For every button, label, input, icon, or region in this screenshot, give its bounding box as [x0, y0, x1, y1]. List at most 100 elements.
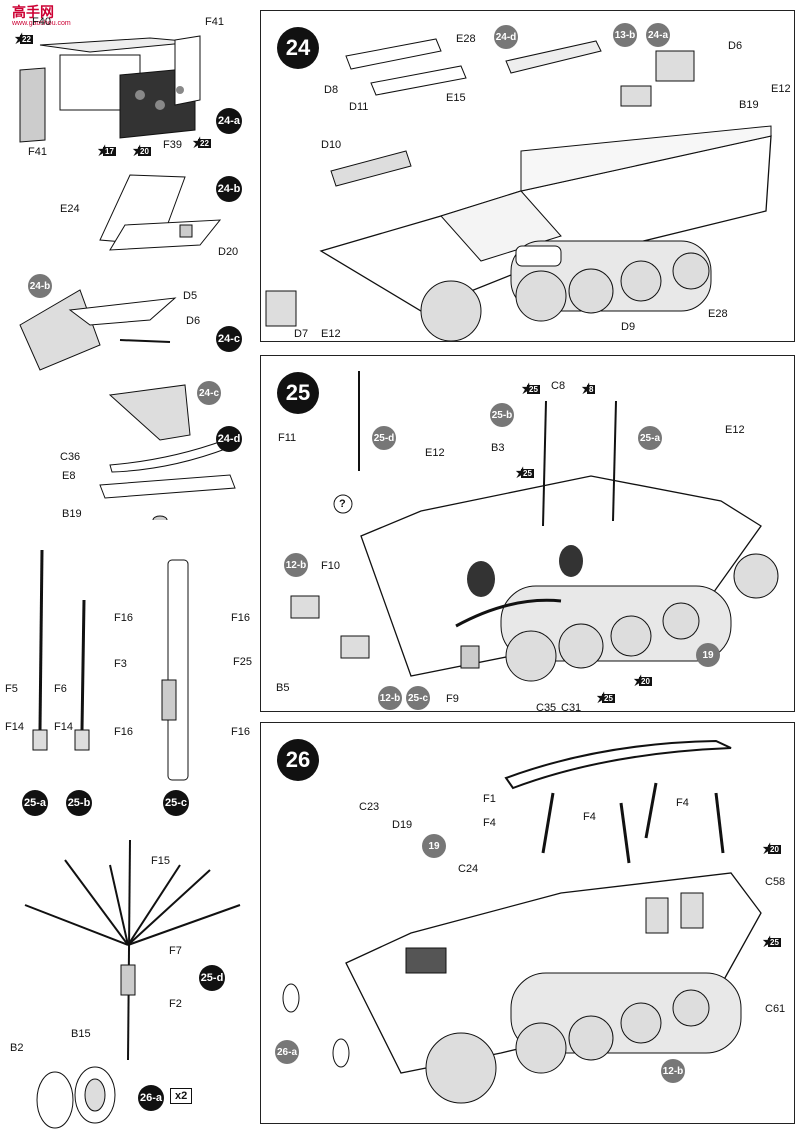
label-f14: F14: [54, 721, 73, 733]
label-b5: B5: [276, 682, 290, 694]
ref-24a: 24-a: [646, 23, 670, 47]
step-number-25: 25: [277, 372, 319, 414]
sub24b-drawing: [99, 174, 222, 251]
label-d8: D8: [324, 84, 339, 96]
decal-star: ★25: [519, 382, 540, 398]
badge-24d: 24-d: [216, 426, 242, 452]
decal-star: ★20: [760, 842, 781, 858]
step26-panel: 26 F1 F4 F4 F4 C23 D19 C24 C58 C61 19 26…: [260, 722, 795, 1124]
step-number-24: 24: [277, 27, 319, 69]
ref-24d: 24-d: [494, 25, 518, 49]
label-e12: E12: [725, 424, 745, 436]
ref-24b: 24-b: [28, 274, 52, 298]
sub25d-drawing: [24, 839, 241, 1060]
label-f25: F25: [233, 656, 252, 668]
label-f5: F5: [5, 683, 18, 695]
label-c31: C31: [561, 702, 582, 714]
label-c8: C8: [551, 380, 566, 392]
label-f15: F15: [151, 855, 170, 867]
label-d11: D11: [349, 101, 369, 113]
label-f16: F16: [231, 612, 250, 624]
badge-25c: 25-c: [163, 790, 189, 816]
ref-24c: 24-c: [197, 381, 221, 405]
label-c24: C24: [458, 863, 479, 875]
label-f41: F41: [28, 146, 47, 158]
sub24c-drawing: [19, 289, 177, 371]
decal-star: ★25: [513, 466, 534, 482]
sub26a-drawing: [36, 1066, 116, 1129]
label-f14: F14: [5, 721, 24, 733]
label-e12: E12: [425, 447, 445, 459]
label-d6: D6: [728, 40, 743, 52]
badge-25b: 25-b: [66, 790, 92, 816]
label-e28: E28: [456, 33, 476, 45]
label-d6: D6: [186, 315, 201, 327]
label-b3: B3: [491, 442, 505, 454]
badge-24c: 24-c: [216, 326, 242, 352]
step-number-26: 26: [277, 739, 319, 781]
label-e12: E12: [321, 328, 341, 340]
sub25abc-drawing: [32, 549, 189, 781]
decal-star: ★20: [631, 674, 652, 690]
badge-24a: 24-a: [216, 108, 242, 134]
label-c58: C58: [765, 876, 786, 888]
label-b19: B19: [739, 99, 759, 111]
decal-star: ★25: [594, 691, 615, 707]
quantity-x2: x2: [170, 1088, 193, 1104]
ref-25d: 25-d: [372, 426, 396, 450]
ref-12b: 12-b: [284, 553, 308, 577]
watermark-logo: 高手网: [12, 4, 54, 20]
badge-26a: 26-a: [138, 1085, 164, 1111]
label-d5: D5: [183, 290, 198, 302]
decal-star: ★17: [95, 144, 116, 160]
ref-26a: 26-a: [275, 1040, 299, 1064]
label-e12: E12: [771, 83, 791, 95]
label-f39: F39: [163, 139, 182, 151]
label-f9: F9: [446, 693, 459, 705]
label-e15: E15: [446, 92, 466, 104]
label-d20: D20: [218, 246, 239, 258]
sub24d-drawing: [99, 384, 236, 520]
label-c35: C35: [536, 702, 557, 714]
label-f11: F11: [278, 432, 297, 444]
decal-star: ★22: [12, 32, 33, 48]
label-b2: B2: [10, 1042, 24, 1054]
label-c23: C23: [359, 801, 380, 813]
badge-25d: 25-d: [199, 965, 225, 991]
label-e28: E28: [708, 308, 728, 320]
label-c36: C36: [60, 451, 81, 463]
decal-star: ★25: [760, 935, 781, 951]
label-f4: F4: [483, 817, 496, 829]
label-d10: D10: [321, 139, 342, 151]
badge-24b: 24-b: [216, 176, 242, 202]
label-f6: F6: [54, 683, 67, 695]
step25-vehicle: [290, 371, 779, 682]
label-f2: F2: [169, 998, 182, 1010]
label-f1: F1: [483, 793, 496, 805]
ref-13b: 13-b: [613, 23, 637, 47]
watermark-url: www.gaoshou.com: [12, 20, 71, 27]
label-e24: E24: [60, 203, 80, 215]
label-f3: F3: [114, 658, 127, 670]
label-c61: C61: [765, 1003, 786, 1015]
label-f16: F16: [114, 612, 133, 624]
label-f16: F16: [231, 726, 250, 738]
label-f4: F4: [583, 811, 596, 823]
ref-12b: 12-b: [661, 1059, 685, 1083]
ref-19: 19: [422, 834, 446, 858]
step26-vehicle: [282, 739, 762, 1104]
step25-panel: 25 ? F11 E12 B3 C8 E12 F10 B5 F9 C35 C31…: [260, 355, 795, 714]
label-f16: F16: [114, 726, 133, 738]
step24-panel: 24 D8 D11 E28 E15 D6 B19 E12 D10 D7 E12 …: [260, 10, 795, 342]
label-d7: D7: [294, 328, 309, 340]
step24-vehicle: [265, 38, 772, 341]
ref-19: 19: [696, 643, 720, 667]
decal-star: ★22: [190, 136, 211, 152]
decal-star: ★20: [130, 144, 151, 160]
label-f40: F40: [32, 16, 51, 28]
label-b15: B15: [71, 1028, 91, 1040]
decal-star: ★8: [579, 382, 596, 398]
question-mark: ?: [339, 498, 346, 510]
label-f7: F7: [169, 945, 182, 957]
label-e8: E8: [62, 470, 76, 482]
